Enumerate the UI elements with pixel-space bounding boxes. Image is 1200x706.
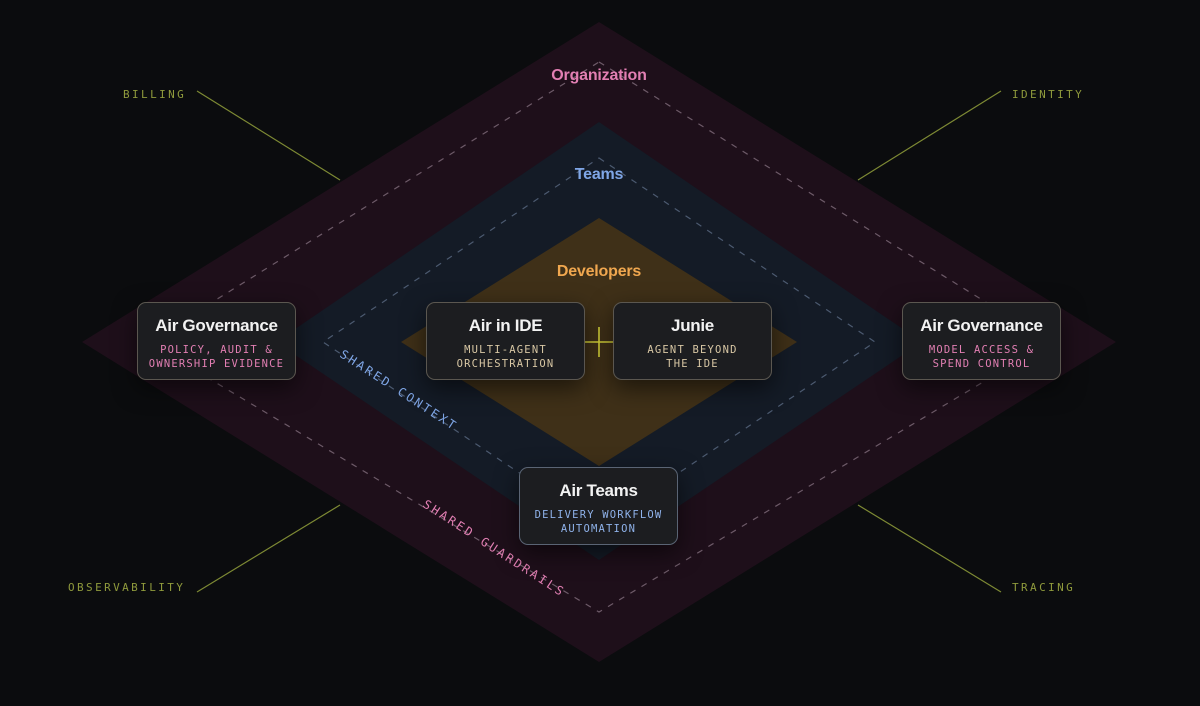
card-subtitle: MULTI-AGENT ORCHESTRATION [456, 344, 555, 370]
tracing-label: TRACING [1012, 581, 1076, 594]
teams-title: Teams [574, 166, 624, 183]
identity-connector [857, 90, 1002, 181]
card-subtitle: AGENT BEYOND THE IDE [647, 344, 738, 370]
card-title: Air Teams [559, 481, 638, 500]
junie-card[interactable]: Junie AGENT BEYOND THE IDE [613, 302, 772, 380]
air-governance-policy-card[interactable]: Air Governance POLICY, AUDIT & OWNERSHIP… [137, 302, 296, 380]
card-title: Junie [671, 316, 714, 335]
card-title: Air Governance [920, 316, 1043, 335]
card-subtitle: POLICY, AUDIT & OWNERSHIP EVIDENCE [148, 344, 285, 370]
developers-title: Developers [556, 263, 642, 280]
card-subtitle: DELIVERY WORKFLOW AUTOMATION [534, 509, 663, 535]
billing-label: BILLING [123, 88, 187, 101]
organization-title: Organization [551, 67, 647, 84]
organization-dashed-border [146, 61, 1052, 613]
identity-label: IDENTITY [1012, 88, 1085, 101]
air-governance-model-card[interactable]: Air Governance MODEL ACCESS & SPEND CONT… [902, 302, 1061, 380]
card-title: Air Governance [155, 316, 278, 335]
card-subtitle: MODEL ACCESS & SPEND CONTROL [928, 344, 1035, 370]
observability-connector [196, 504, 341, 593]
billing-connector [196, 90, 341, 181]
card-title: Air in IDE [468, 316, 543, 335]
tracing-connector [857, 504, 1002, 593]
air-in-ide-card[interactable]: Air in IDE MULTI-AGENT ORCHESTRATION [426, 302, 585, 380]
air-teams-card[interactable]: Air Teams DELIVERY WORKFLOW AUTOMATION [519, 467, 678, 545]
observability-label: OBSERVABILITY [68, 581, 186, 594]
